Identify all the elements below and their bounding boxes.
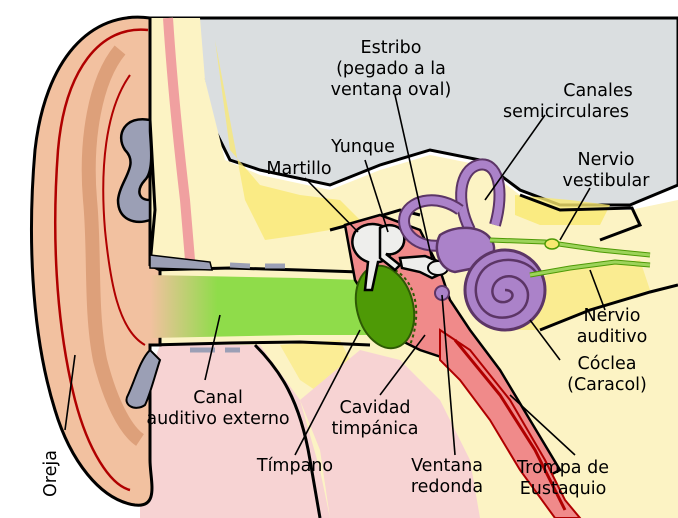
label-oreja: Oreja — [41, 450, 61, 497]
bone-highlight-upper — [215, 40, 360, 240]
auditory-nerve-fill — [529, 260, 651, 277]
skull-background — [140, 16, 678, 518]
label-canales-line2: semicirculares — [503, 102, 629, 122]
label-ventana-line1: Ventana — [411, 456, 483, 476]
leader-trompa — [509, 394, 576, 456]
vestibular-ganglion — [544, 238, 560, 250]
leader-timpano — [294, 329, 361, 456]
leader-yunque — [364, 159, 389, 233]
pinna — [30, 15, 213, 507]
cartilage-canal-top — [149, 254, 213, 271]
label-nervio-vestibular-line2: vestibular — [563, 171, 651, 191]
pinna-helix-rim — [54, 28, 149, 492]
label-cavidad-line1: Cavidad — [339, 398, 410, 418]
label-trompa-line1: Trompa de — [516, 458, 609, 478]
leader-nervio-vestibular — [559, 187, 591, 241]
label-coclea-line2: (Caracol) — [567, 375, 647, 395]
leader-canal — [204, 314, 221, 381]
leader-oreja — [64, 354, 76, 431]
label-coclea-line1: Cóclea — [578, 354, 637, 374]
soft-tissue-lower — [140, 345, 330, 518]
leader-cavidad — [379, 334, 426, 396]
soft-tissue-under-tube — [300, 350, 480, 518]
label-canal-line1: Canal — [193, 388, 243, 408]
pinna-inner-fold — [81, 45, 145, 446]
leader-canales — [484, 114, 546, 201]
canal-lumen — [150, 275, 375, 338]
label-nervio-auditivo-line2: auditivo — [577, 327, 648, 347]
middle-ear — [343, 213, 582, 518]
cartilage-upper — [116, 117, 153, 224]
leader-coclea — [529, 319, 561, 361]
label-estribo-line3: ventana oval) — [331, 80, 452, 100]
leader-martillo — [304, 177, 359, 233]
label-trompa-line2: Eustaquio — [520, 479, 607, 499]
right-outline-top — [519, 193, 643, 242]
right-outline-bottom — [539, 283, 678, 332]
pinna-inner-line — [102, 74, 146, 346]
label-canales-line1: Canales — [563, 81, 633, 101]
label-timpano: Tímpano — [256, 456, 333, 476]
leader-estribo — [394, 94, 433, 261]
label-estribo-line1: Estribo — [361, 38, 422, 58]
vestibular-nerve-fill — [489, 238, 651, 257]
leader-lines — [64, 94, 606, 456]
semicircular-canal-anterior-fill — [457, 160, 504, 232]
label-yunque: Yunque — [330, 137, 395, 157]
label-nervio-vestibular-line1: Nervio — [578, 150, 635, 170]
leader-ventana — [441, 294, 456, 456]
leader-nervio-auditivo — [589, 269, 606, 311]
label-ventana-line2: redonda — [411, 477, 483, 497]
label-martillo: Martillo — [266, 159, 331, 179]
label-cavidad-line2: timpánica — [332, 419, 419, 439]
eardrum-dotted-edge — [394, 269, 418, 346]
label-estribo-line2: (pegado a la — [336, 59, 446, 79]
inner-ear — [398, 158, 651, 332]
incus — [378, 224, 406, 272]
bone-lower-outline — [253, 343, 322, 518]
skin-red-stripe — [163, 17, 195, 261]
semicircular-canal-posterior-fill — [400, 196, 463, 250]
label-canal-line2: auditivo externo — [146, 409, 289, 429]
cartilage-lower — [125, 348, 162, 409]
labels: Oreja Canal auditivo externo Tímpano Cav… — [41, 38, 650, 499]
external-canal — [150, 262, 375, 353]
cochlea-spiral — [474, 258, 540, 319]
canal-lower-wall — [149, 340, 371, 347]
eustachian-tube-line — [453, 339, 567, 511]
canal-dashes-top — [229, 262, 285, 269]
label-nervio-auditivo-line1: Nervio — [584, 306, 641, 326]
